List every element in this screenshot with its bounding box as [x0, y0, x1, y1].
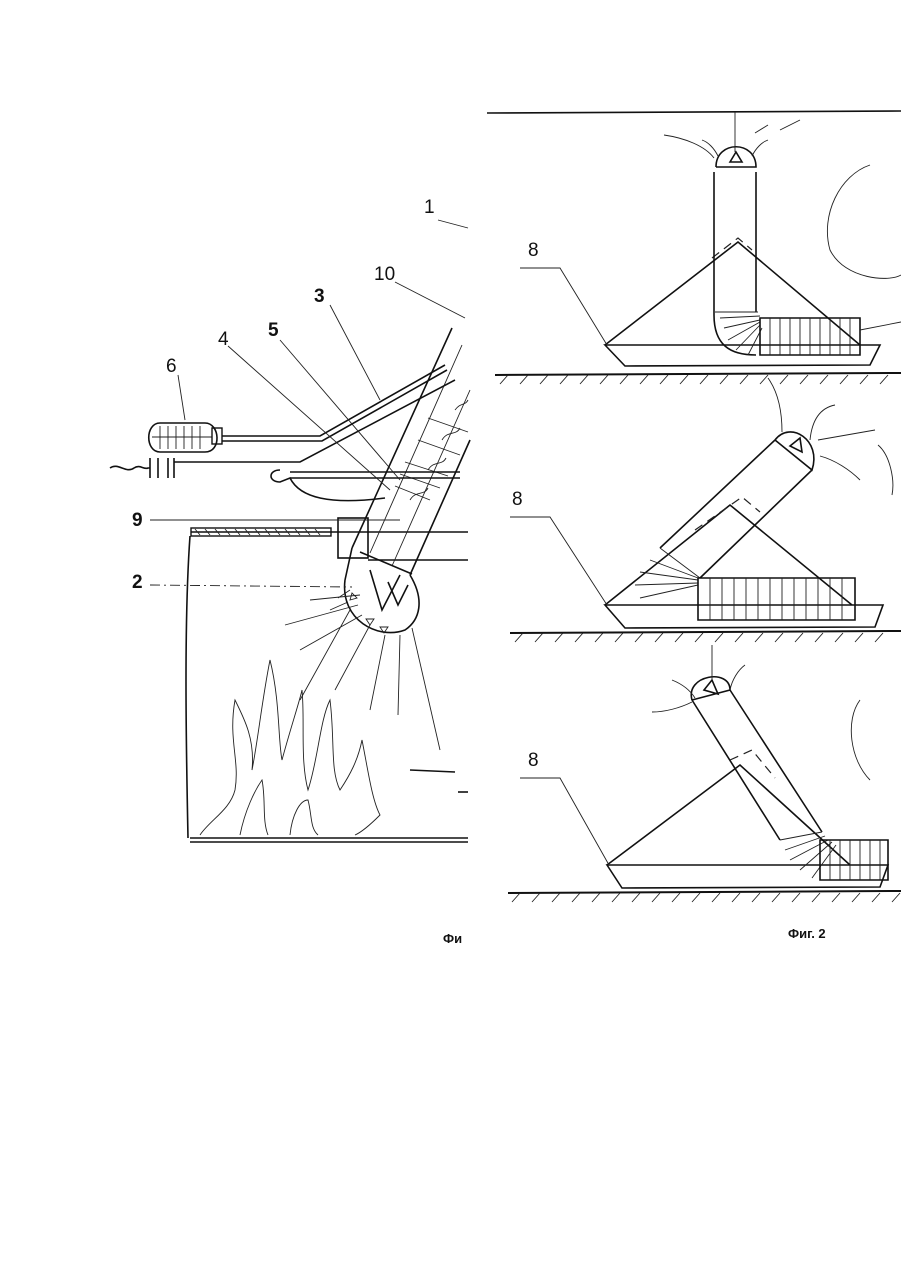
label-2: 2	[132, 572, 143, 593]
leader-8-c	[520, 778, 609, 865]
nozzle-tube	[345, 328, 470, 633]
label-10: 10	[374, 264, 395, 285]
panel-inclined	[605, 378, 893, 628]
figure-2-caption: Фиг. 2	[788, 926, 826, 941]
wire	[110, 466, 150, 469]
label-6: 6	[166, 356, 177, 377]
base-platform	[607, 865, 888, 888]
chamber-wall	[186, 536, 190, 838]
leader-3	[330, 305, 380, 400]
label-9: 9	[132, 510, 143, 531]
gas-cylinder	[149, 423, 222, 452]
panel-vertical	[605, 112, 901, 366]
label-1: 1	[424, 197, 435, 218]
support-frame	[607, 765, 850, 865]
leader-2	[150, 585, 352, 587]
label-3: 3	[314, 286, 325, 307]
base-platform	[605, 605, 883, 628]
label-8-a: 8	[528, 240, 539, 261]
pipe-3b	[222, 370, 447, 441]
figure-1: 1 10 3 5 4 6 9 2 Фи	[110, 197, 470, 946]
pipe-3	[222, 365, 445, 436]
support-frame	[605, 242, 860, 345]
top-rule	[487, 111, 901, 113]
leader-6	[178, 375, 185, 420]
leader-8-a	[520, 268, 607, 345]
leader-4	[228, 346, 390, 490]
support-frame	[605, 505, 852, 605]
label-4: 4	[218, 329, 229, 350]
leader-10	[395, 282, 465, 318]
chamber-floor	[190, 838, 468, 842]
figure-2: 8 8 8 Фиг. 2	[487, 111, 901, 941]
label-5: 5	[268, 320, 279, 341]
figure-1-caption: Фи	[443, 931, 462, 946]
label-8-b: 8	[512, 489, 523, 510]
flow-arrow-1	[410, 770, 455, 772]
panel-raised	[607, 645, 888, 888]
connector	[150, 458, 174, 478]
label-8-c: 8	[528, 750, 539, 771]
leader-5	[280, 340, 400, 480]
handle	[271, 470, 385, 501]
flames	[200, 660, 380, 835]
cable	[174, 380, 455, 462]
leader-8-b	[510, 517, 607, 605]
ground-lines	[495, 373, 901, 902]
leader-1	[438, 220, 468, 228]
